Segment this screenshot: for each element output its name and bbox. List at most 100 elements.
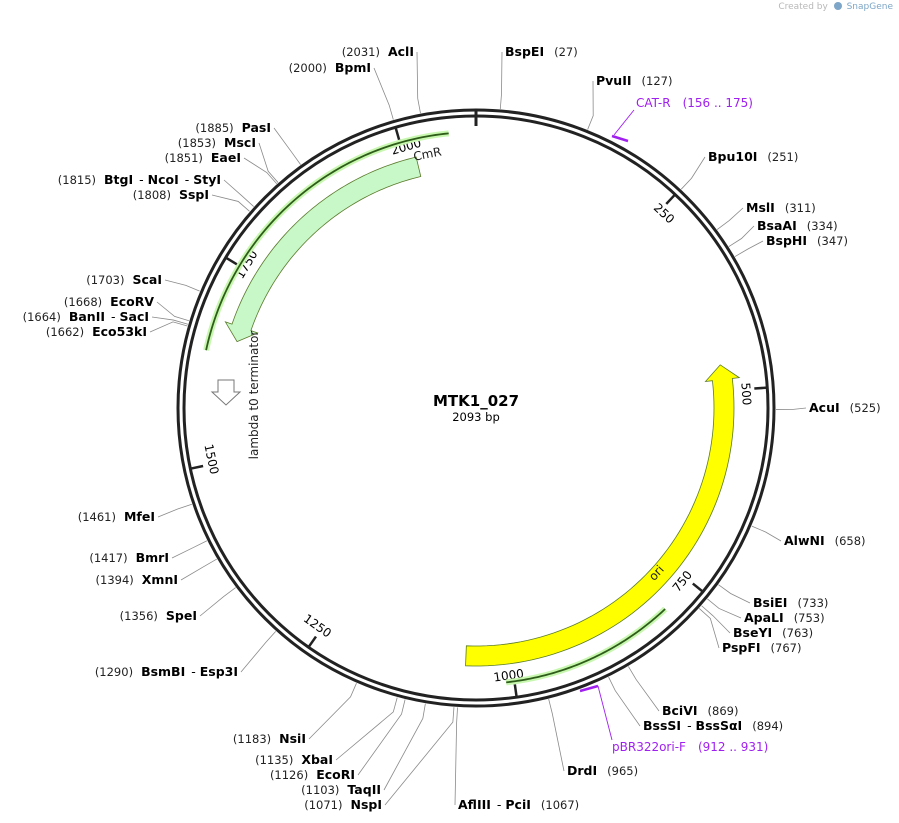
enzyme-scai: ScaI [133,272,163,287]
site-position: (1356) [120,609,158,623]
site-eco53ki-label: (1662)Eco53kI [46,324,147,339]
lambda-t0-terminator-icon [210,379,242,406]
site-xmni-leader [180,558,217,581]
site-pvuii[interactable]: PvuII(127) [596,73,672,88]
site-bpmi[interactable]: (2000)BpmI [289,60,371,75]
enzyme-xbai: XbaI [301,752,333,767]
site-position: (311) [785,201,816,215]
site-bsssi-bsss-i[interactable]: BssSI- BssSαI(894) [643,718,783,733]
site-bcivi-leader [628,666,660,712]
site-banii-saci[interactable]: (1664)BanII- SacI [23,309,149,324]
primer-pbr322ori-f-name: pBR322ori-F [612,740,686,754]
site-bsaai-leader [728,225,755,247]
site-ecorv[interactable]: (1668)EcoRV [64,294,154,309]
site-eco53ki[interactable]: (1662)Eco53kI [46,324,147,339]
site-nspi[interactable]: (1071)NspI [304,797,382,812]
site-alwni-leader [751,525,782,542]
site-pspfi[interactable]: PspFI(767) [722,640,801,655]
cmr-strand-line [205,132,449,351]
site-scai-leader [164,279,200,292]
site-bseyi[interactable]: BseYI(763) [733,625,813,640]
site-bpmi-label: (2000)BpmI [289,60,371,75]
site-nsii[interactable]: (1183) NsiI [233,731,306,746]
site-spei[interactable]: (1356)SpeI [120,608,197,623]
site-bsmbi-esp3i-leader [240,631,277,673]
site-btgi-ncoi-styi[interactable]: (1815)BtgI- NcoI- StyI [58,172,221,187]
site-sspi[interactable]: (1808) SspI [133,187,209,202]
site-afliii-pcii[interactable]: AflIII- PciI(1067) [458,797,579,812]
site-bmri[interactable]: (1417)BmrI [89,550,169,565]
site-afliii-pcii-label: AflIII- PciI(1067) [458,797,579,812]
enzyme-sspi: SspI [179,187,209,202]
site-position: (1394) [96,573,134,587]
tick-1500 [190,464,204,470]
feature-cmr-label: CmR [412,145,443,164]
site-pspfi-label: PspFI(767) [722,640,801,655]
site-mfei-leader [157,503,192,518]
site-xbai-leader [335,697,398,761]
site-bsaai[interactable]: BsaAI(334) [757,218,838,233]
site-drdi-label: DrdI(965) [567,763,638,778]
site-acli-label: (2031)AclI [342,44,414,59]
site-xbai[interactable]: (1135)XbaI [255,752,333,767]
site-ecori[interactable]: (1126) EcoRI [270,767,355,782]
ori-strand-line [506,608,666,684]
site-bspei[interactable]: BspEI(27) [505,44,578,59]
site-taqii[interactable]: (1103)TaqII [301,782,381,797]
site-msli-leader [716,207,744,230]
tick-label-1250: 1250 [301,611,334,640]
site-position: (251) [767,150,798,164]
plasmid-length: 2093 bp [452,410,500,424]
site-mfei[interactable]: (1461)MfeI [78,509,155,524]
site-position: (1126) [270,768,308,782]
site-bpmi-leader [373,67,394,120]
enzyme-ecori: EcoRI [316,767,355,782]
site-position: (2000) [289,61,327,75]
enzyme-taqii: TaqII [347,782,381,797]
site-spei-leader [199,587,236,617]
enzyme-saci: SacI [120,309,150,324]
site-spei-label: (1356)SpeI [120,608,197,623]
site-bsiei-leader [718,584,751,604]
primer-cat-r-mark [611,134,629,143]
site-msli[interactable]: MslI(311) [746,200,816,215]
site-position: (1183) [233,732,271,746]
site-position: (1885) [195,121,233,135]
site-acui[interactable]: AcuI(525) [809,400,881,415]
site-nsii-leader [308,683,357,740]
site-drdi[interactable]: DrdI(965) [567,763,638,778]
site-pasi[interactable]: (1885)PasI [195,120,271,135]
site-eaei-leader [243,157,278,185]
site-eaei[interactable]: (1851)EaeI [165,150,241,165]
site-nspi-label: (1071)NspI [304,797,382,812]
site-leader-lines [149,51,807,806]
site-bsphi[interactable]: BspHI(347) [766,233,848,248]
site-bcivi[interactable]: BciVI(869) [662,703,738,718]
site-bmri-label: (1417)BmrI [89,550,169,565]
site-position: (1808) [133,188,171,202]
site-bsiei[interactable]: BsiEI(733) [753,595,828,610]
site-position: (869) [708,704,739,718]
site-bsssi-bsss-i-leader [608,676,641,727]
site-msci-label: (1853)MscI [178,135,256,150]
enzyme-nsii: NsiI [279,731,306,746]
site-alwni[interactable]: AlwNI(658) [784,533,866,548]
site-xmni[interactable]: (1394)XmnI [96,572,178,587]
site-acli[interactable]: (2031)AclI [342,44,414,59]
site-msci[interactable]: (1853)MscI [178,135,256,150]
enzyme-alwni: AlwNI [784,533,825,548]
site-bpu10i[interactable]: Bpu10I (251) [708,149,798,164]
site-apali[interactable]: ApaLI(753) [744,610,825,625]
snapgene-credit: Created by SnapGene [778,2,893,12]
primer-cat-r-name: CAT-R [636,96,671,110]
enzyme-bpu10i: Bpu10I [708,149,757,164]
site-bsmbi-esp3i[interactable]: (1290)BsmBI- Esp3I [95,664,238,679]
site-afliii-pcii-leader [454,707,458,806]
site-scai-label: (1703)ScaI [86,272,162,287]
enzyme-eaei: EaeI [211,150,241,165]
enzyme-drdi: DrdI [567,763,597,778]
site-scai[interactable]: (1703)ScaI [86,272,162,287]
site-position: (1815) [58,173,96,187]
feature-cmr-arrow [224,156,422,343]
